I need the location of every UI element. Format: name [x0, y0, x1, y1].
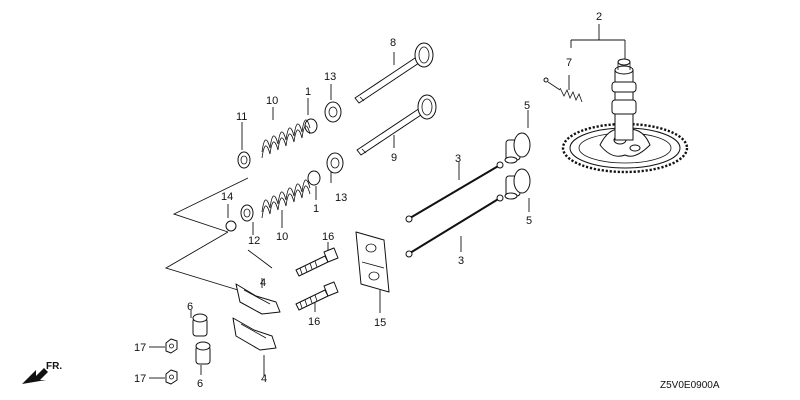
pushrods-part: [405, 161, 504, 258]
callout-7: 7: [566, 57, 572, 69]
tappets-part: [504, 132, 531, 200]
callout-12: 12: [248, 235, 260, 247]
callout-13-top: 13: [324, 71, 336, 83]
callout-4-bottom: 4: [261, 373, 267, 385]
callout-11: 11: [236, 111, 247, 123]
front-arrow-icon: [22, 368, 48, 384]
callout-17-bottom: 17: [134, 373, 146, 385]
callout-5-bottom: 5: [526, 215, 532, 227]
pushrod-guide-plate-part: [355, 231, 390, 293]
valve-springs-part: [261, 119, 311, 219]
intake-valve-part: [354, 42, 434, 104]
callout-labels: 2 7 8 9 13 13 1 1 10 10 11 14 12 3 3 5 5…: [134, 11, 602, 390]
callout-16-bottom: 16: [308, 316, 320, 328]
callout-1-bottom: 1: [313, 203, 319, 215]
retainers-part: [324, 101, 344, 174]
cotters-part: [304, 118, 321, 186]
rocker-studs-part: [295, 247, 339, 311]
callout-6-top: 6: [187, 301, 193, 313]
spring-seats-part: [225, 151, 254, 232]
callout-5-top: 5: [524, 100, 530, 112]
callout-8: 8: [390, 37, 396, 49]
camshaft-gear-part: [561, 58, 689, 174]
callout-10-top: 10: [266, 95, 278, 107]
callout-4-top: 4: [260, 277, 266, 289]
callout-17-top: 17: [134, 342, 146, 354]
rocker-arms-part: [232, 283, 281, 351]
callout-2: 2: [596, 11, 602, 23]
callout-13-bottom: 13: [335, 192, 347, 204]
front-direction-label: FR.: [46, 361, 62, 372]
callout-9: 9: [391, 152, 397, 164]
callout-10-bottom: 10: [276, 231, 288, 243]
callout-16-top: 16: [322, 231, 334, 243]
drawing-code: Z5V0E0900A: [660, 380, 720, 391]
callout-15: 15: [374, 317, 386, 329]
callout-1-top: 1: [305, 86, 311, 98]
pivot-bolts-part: [192, 313, 211, 365]
callout-6-bottom: 6: [197, 378, 203, 390]
callout-14: 14: [221, 191, 233, 203]
nuts-part: [165, 338, 178, 385]
callout-3-top: 3: [455, 153, 461, 165]
exhaust-valve-part: [356, 94, 437, 156]
callout-3-bottom: 3: [458, 255, 464, 267]
leader-lines: [149, 24, 626, 379]
decompressor-spring-part: [543, 77, 583, 103]
